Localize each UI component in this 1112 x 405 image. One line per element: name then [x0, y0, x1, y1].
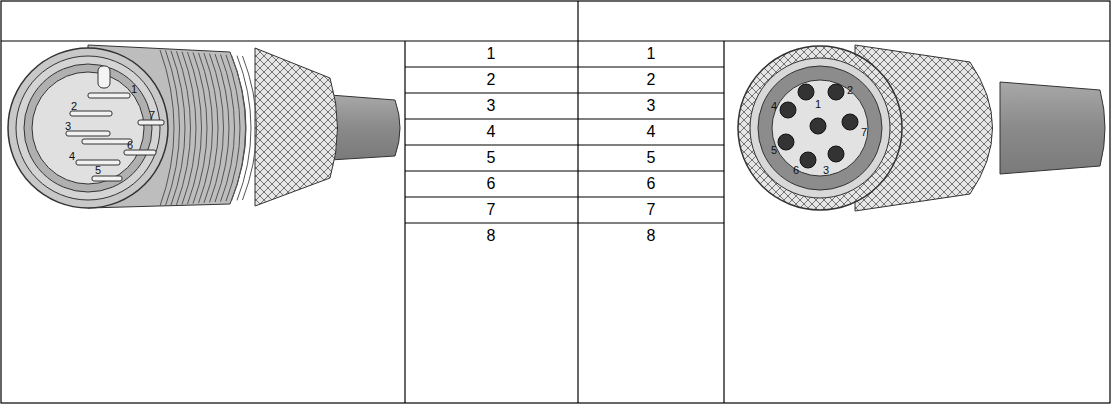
pin-number: 5 [770, 145, 778, 156]
pin-number: 4 [770, 101, 778, 112]
table-cell: 5 [647, 150, 656, 166]
table-cell: 4 [647, 124, 656, 140]
table-cell: 6 [647, 176, 656, 192]
pin-number: 2 [70, 101, 78, 112]
male-connector [8, 45, 400, 208]
pin-number: 6 [792, 165, 800, 176]
table-cell: 4 [487, 124, 496, 140]
table-cell: 8 [487, 228, 496, 244]
pin-number: 5 [94, 165, 102, 176]
table-cell: 5 [487, 150, 496, 166]
pin-number: 1 [814, 99, 822, 110]
table-cell: 3 [487, 98, 496, 114]
table-cell: 1 [647, 46, 656, 62]
table-cell: 3 [647, 98, 656, 114]
pin-number: 7 [148, 110, 156, 121]
pin-number: 6 [126, 140, 134, 151]
pin-number: 4 [68, 151, 76, 162]
pin-number: 3 [822, 165, 830, 176]
pin-number: 1 [130, 84, 138, 95]
table-cell: 7 [487, 202, 496, 218]
table-cell: 2 [647, 72, 656, 88]
table-cell: 6 [487, 176, 496, 192]
pin-number: 3 [64, 121, 72, 132]
table-cell: 2 [487, 72, 496, 88]
pin-number: 7 [860, 127, 868, 138]
table-cell: 8 [647, 228, 656, 244]
pin-number: 2 [846, 85, 854, 96]
female-connector [738, 45, 1105, 211]
table-cell: 1 [487, 46, 496, 62]
table-cell: 7 [647, 202, 656, 218]
